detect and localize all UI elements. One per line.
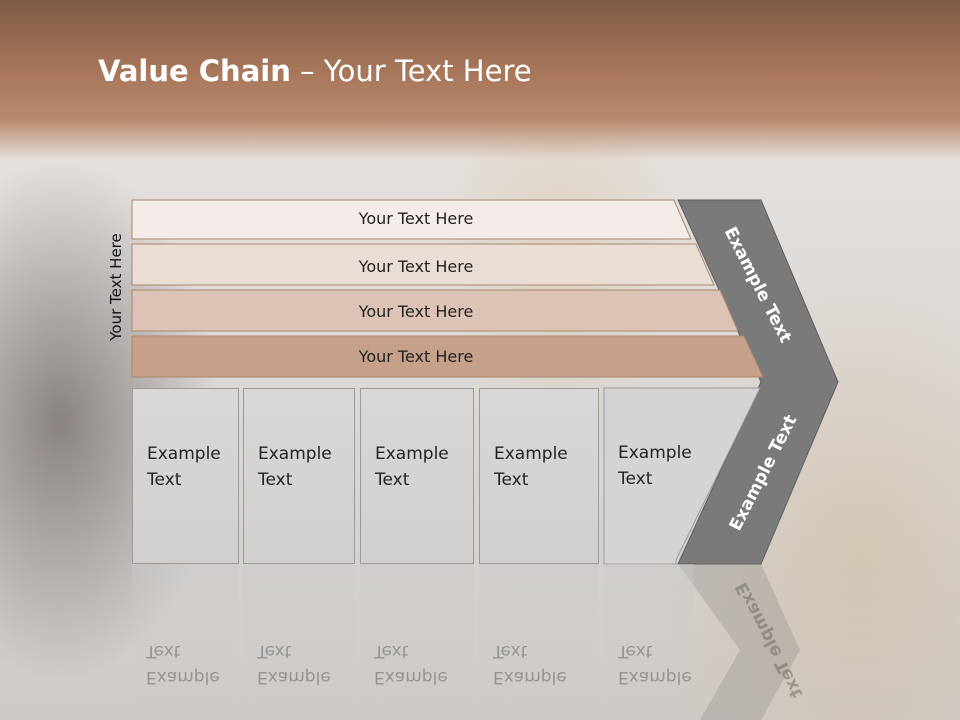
box-2-label: Example Text — [258, 444, 332, 490]
row-label-3: Your Text Here — [358, 302, 474, 321]
box-2-reflection-label: Example Text — [257, 641, 331, 687]
row-bar-3 — [131, 289, 739, 332]
box-1-reflection: Example Text — [132, 564, 239, 720]
box-3: Example Text — [360, 388, 474, 564]
box-3-reflection-label: Example Text — [374, 641, 448, 687]
title-rest: – Your Text Here — [290, 54, 532, 88]
chevron-reflection — [678, 564, 800, 720]
box-4-reflection: Example Text — [479, 564, 599, 720]
chevron-arrow — [677, 199, 839, 565]
box-2-reflection: Example Text — [243, 564, 355, 720]
row-bar-1 — [131, 199, 692, 240]
box-3-reflection: Example Text — [360, 564, 474, 720]
box-5: Example Text — [604, 388, 704, 564]
row-label-1: Your Text Here — [358, 209, 474, 228]
slide-title: Value Chain – Your Text Here — [98, 54, 532, 88]
row-bar-4 — [131, 335, 764, 378]
box-4-label: Example Text — [494, 444, 568, 490]
box-5-reflection-label: Example Text — [618, 641, 692, 687]
box-1: Example Text — [132, 388, 239, 564]
box-5-shape — [603, 387, 761, 565]
row-bar-2 — [131, 243, 715, 286]
box-3-label: Example Text — [375, 444, 449, 490]
box-4: Example Text — [479, 388, 599, 564]
box-1-reflection-label: Example Text — [146, 641, 220, 687]
box-5-reflection: Example Text — [604, 564, 694, 720]
row-label-4: Your Text Here — [358, 347, 474, 366]
title-bold: Value Chain — [98, 54, 291, 88]
box-1-label: Example Text — [147, 444, 221, 490]
row-label-2: Your Text Here — [358, 257, 474, 276]
header-band — [0, 0, 960, 160]
box-5-label: Example Text — [618, 443, 692, 489]
box-2: Example Text — [243, 388, 355, 564]
box-4-reflection-label: Example Text — [493, 641, 567, 687]
